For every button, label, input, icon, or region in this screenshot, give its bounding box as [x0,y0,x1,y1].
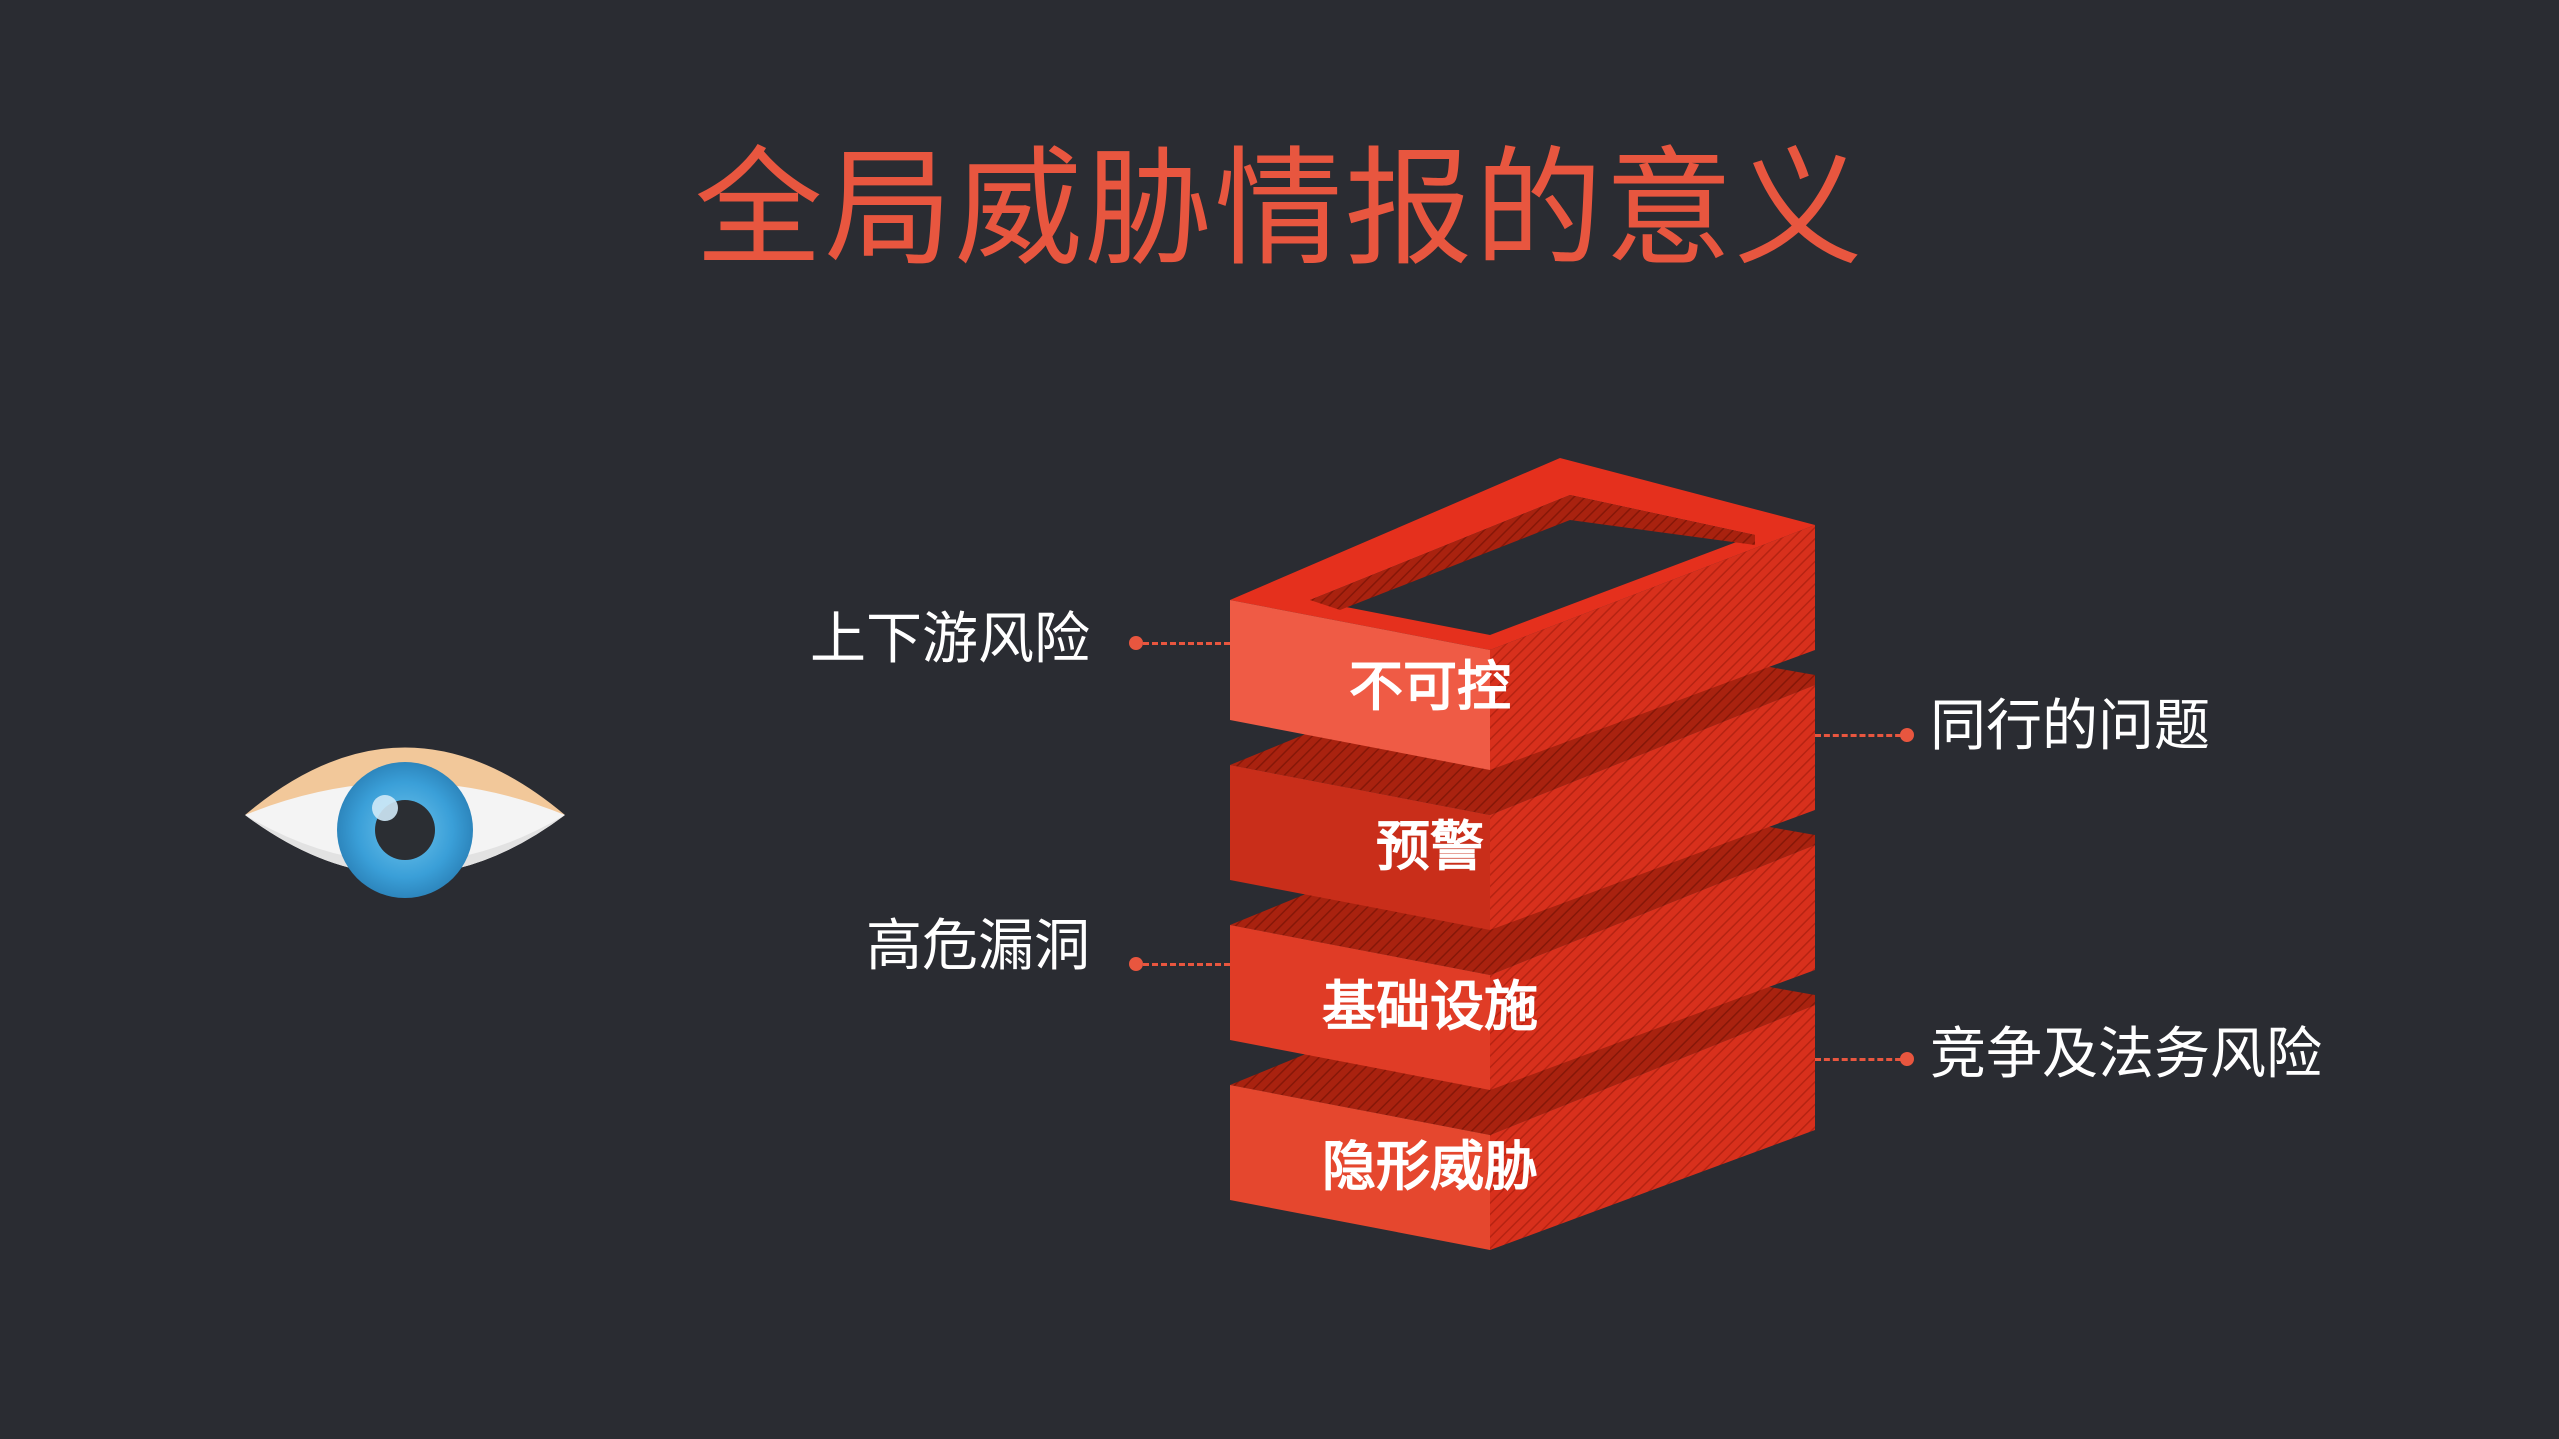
layer-uncontrollable [1230,458,1815,770]
label-high-risk-vulnerability: 高危漏洞 [866,914,1090,979]
connector-dot [1129,636,1143,650]
layer-stack [1230,458,1815,1250]
page-title: 全局威胁情报的意义 [694,135,1865,284]
label-peer-issues: 同行的问题 [1930,694,2210,759]
connector-line [1815,1058,1910,1061]
connector-dot [1900,728,1914,742]
layer-label-uncontrollable: 不可控 [1349,655,1511,718]
layer-label-hidden-threat: 隐形威胁 [1322,1135,1538,1198]
connector-line [1815,734,1910,737]
connector-dot [1129,957,1143,971]
connector-dot [1900,1052,1914,1066]
label-upstream-downstream-risk: 上下游风险 [810,607,1090,672]
eye-icon [245,747,565,898]
label-competition-legal-risk: 竞争及法务风险 [1930,1022,2322,1087]
connector-line [1143,642,1230,645]
layer-label-infrastructure: 基础设施 [1322,975,1538,1038]
layer-label-warning: 预警 [1376,815,1484,878]
connector-line [1143,963,1230,966]
